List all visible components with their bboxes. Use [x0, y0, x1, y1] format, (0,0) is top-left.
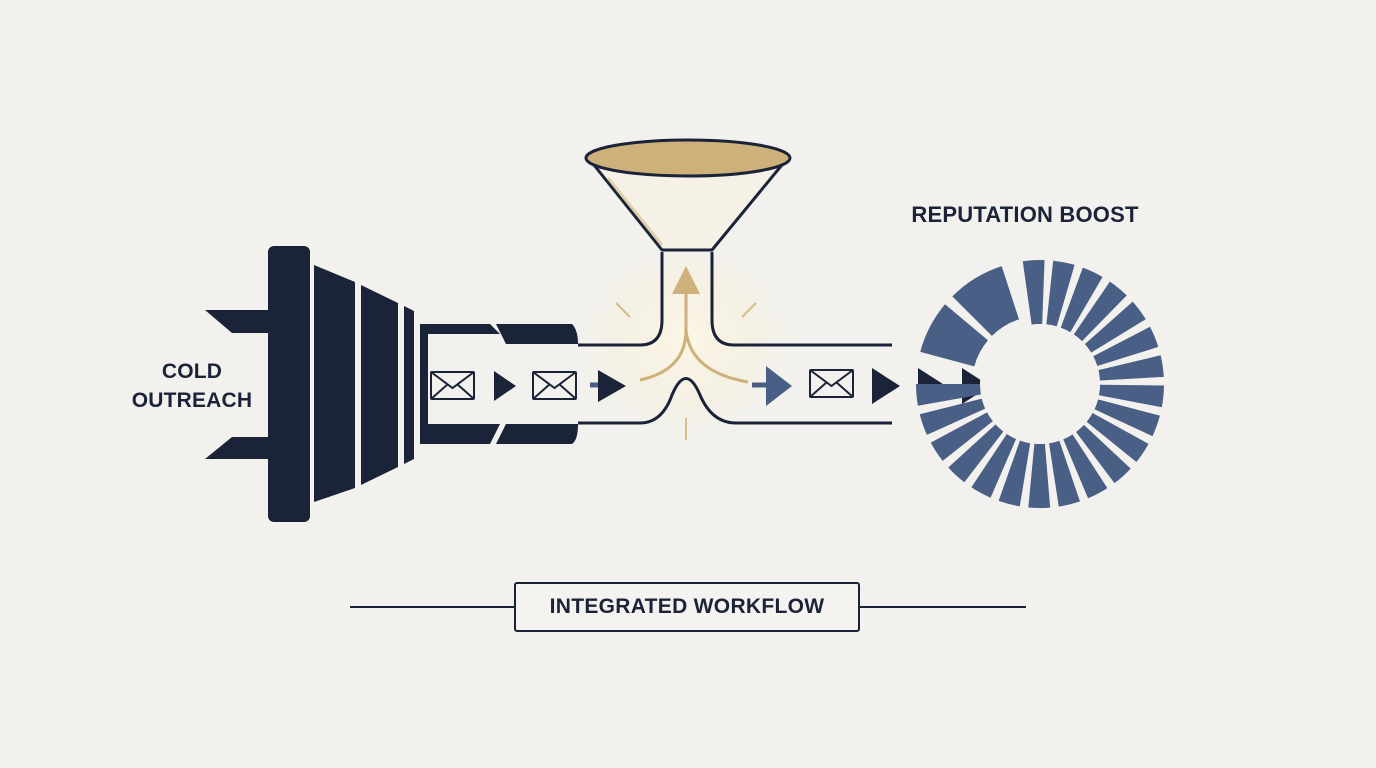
envelope-icon [809, 369, 854, 398]
reputation-boost-label: REPUTATION BOOST [911, 202, 1139, 227]
ring-segment [1098, 355, 1164, 381]
ring-segment [916, 384, 981, 406]
ring-segment [1049, 440, 1080, 507]
ring-segment [1022, 260, 1045, 325]
ring-segment [919, 398, 986, 435]
integrated-workflow-box: INTEGRATED WORKFLOW [514, 582, 860, 632]
ring-segment [948, 424, 1004, 483]
cold-outreach-label: COLD OUTREACH [112, 357, 272, 415]
play-arrow-icon [752, 366, 792, 406]
cold-outreach-line-1: COLD [161, 360, 223, 383]
ring-segment [998, 440, 1031, 507]
ring-segment [1084, 301, 1146, 353]
reputation-ring-icon [916, 260, 1164, 508]
ring-segment [1028, 443, 1051, 508]
ring-segment [1093, 326, 1159, 367]
envelope-icon [532, 371, 577, 400]
play-arrow-icon [590, 370, 626, 402]
ring-segment [1076, 424, 1131, 484]
ring-segment [1098, 384, 1164, 408]
ring-segment [952, 266, 1019, 336]
ring-segment [1046, 260, 1075, 327]
ring-segment [971, 433, 1017, 498]
ring-segment [1060, 267, 1103, 333]
cold-outreach-line-2: OUTREACH [131, 389, 253, 412]
ring-segment [930, 412, 993, 461]
funnel-icon [584, 138, 792, 252]
play-arrow-icon [494, 371, 516, 401]
ring-center [980, 324, 1100, 444]
up-arrow-icon [615, 266, 757, 440]
power-plug-icon [205, 246, 578, 522]
ring-segment [920, 304, 988, 367]
envelope-icon [430, 371, 475, 400]
ring-segment [1073, 281, 1127, 342]
ring-segment [1063, 434, 1108, 499]
pipe-outline [578, 252, 892, 425]
ring-segment [1086, 412, 1149, 463]
integrated-workflow-label: INTEGRATED WORKFLOW [549, 595, 825, 618]
ring-segment [1094, 399, 1160, 437]
